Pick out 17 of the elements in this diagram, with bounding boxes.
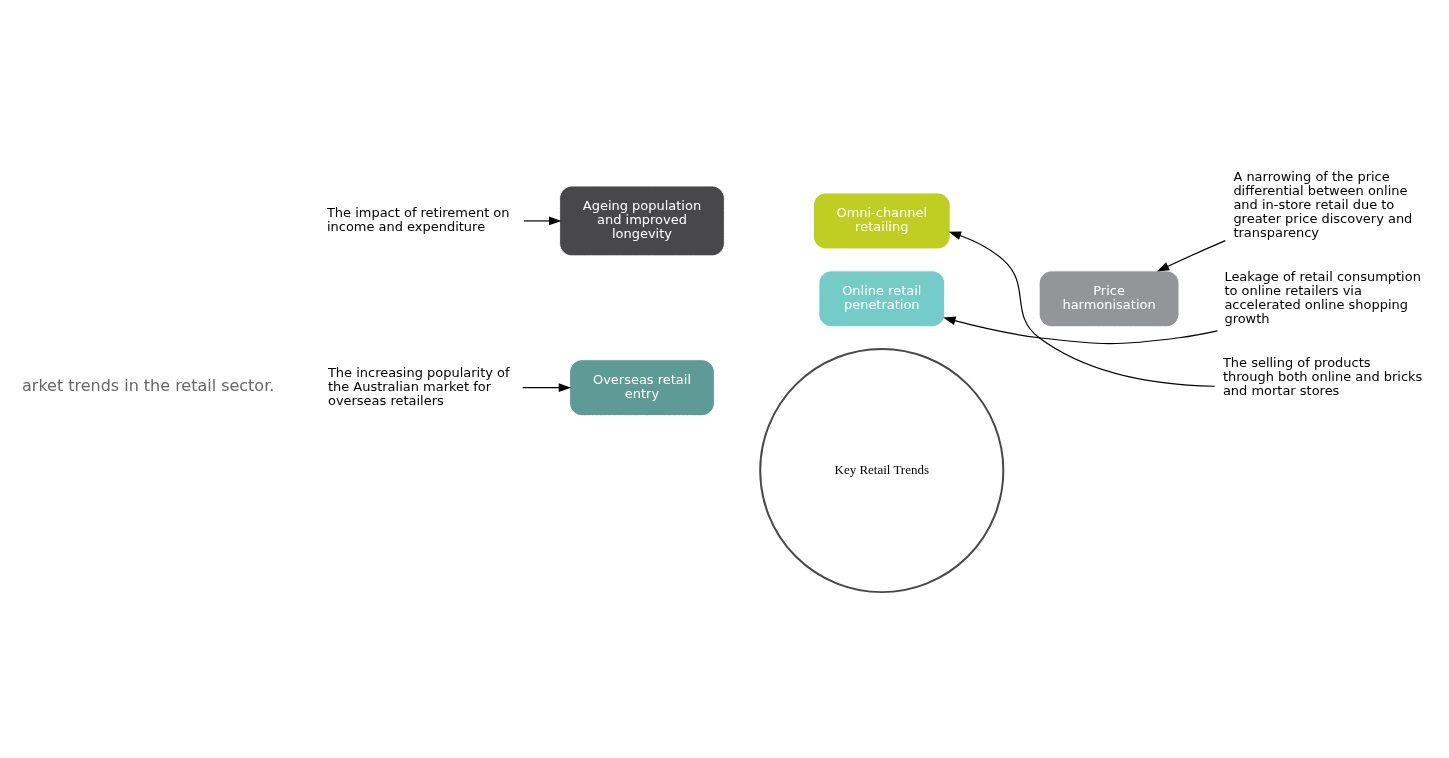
node-box: Ageing population and improved longevity bbox=[559, 184, 725, 256]
arrow bbox=[523, 216, 562, 225]
node-text: A narrowing of the price differential between online and in-store retail due to greater price discovery and transparency bbox=[1233, 168, 1413, 240]
node-text: The selling of products through both online and bricks and mortar stores bbox=[1222, 354, 1423, 398]
node-box: Omni-channel retailing bbox=[812, 191, 951, 249]
arrow bbox=[948, 231, 1216, 387]
arrow bbox=[522, 382, 572, 392]
node-text: Leakage of retail consumption to online retailers via accelerated online shopping growth bbox=[1224, 268, 1421, 326]
node-text: The increasing popularity of the Australian market for overseas retailers bbox=[327, 364, 510, 408]
node-text: The impact of retirement on income and expenditure bbox=[326, 204, 510, 234]
arrow bbox=[943, 316, 1218, 344]
arrow bbox=[1156, 239, 1226, 272]
label: arket trends in the retail sector. bbox=[22, 375, 275, 395]
node-box: Online retail penetration bbox=[818, 269, 946, 327]
node-box: Price harmonisation bbox=[1038, 269, 1180, 327]
node-box: Overseas retail entry bbox=[569, 358, 715, 416]
node-circle: Key Retail Trends bbox=[759, 347, 1005, 593]
